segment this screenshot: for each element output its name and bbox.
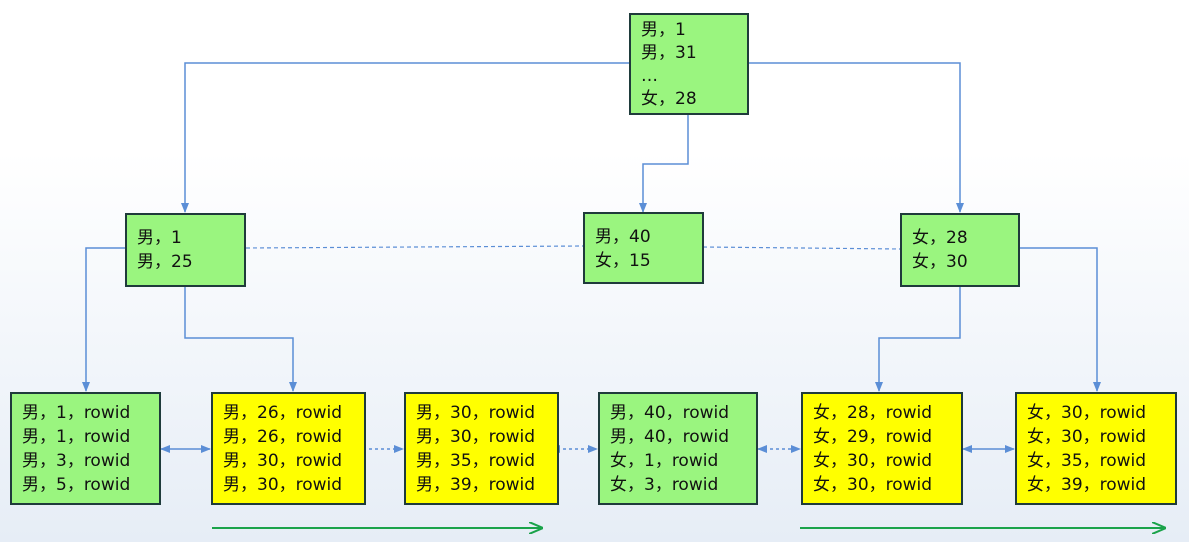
edge-branch-3-to-leaf-5 <box>875 286 961 392</box>
branch-node-1: 男，1 男，25 <box>125 213 246 287</box>
branch-link-1-2 <box>245 245 584 249</box>
root-key-ellipsis: … <box>641 66 658 86</box>
edge-branch-1-to-leaf-2 <box>184 286 297 392</box>
leaf-node-6: 女，30，rowid 女，30，rowid 女，35，rowid 女，39，ro… <box>1015 392 1177 505</box>
leaf-3-entry-2: 男，30，rowid <box>416 427 536 447</box>
leaf-node-2: 男，26，rowid 男，26，rowid 男，30，rowid 男，30，ro… <box>211 392 366 505</box>
branch-1-key-1: 男，1 <box>137 228 182 248</box>
branch-3-key-2: 女，30 <box>912 252 968 272</box>
leaf-6-entry-1: 女，30，rowid <box>1027 403 1147 423</box>
root-node: 男，1 男，31 … 女，28 <box>629 13 749 115</box>
leaf-4-entry-2: 男，40，rowid <box>610 427 730 447</box>
leaf-4-entry-3: 女，1，rowid <box>610 451 719 471</box>
leaf-6-entry-3: 女，35，rowid <box>1027 451 1147 471</box>
root-key-2: 男，31 <box>641 43 697 63</box>
leaf-4-entry-4: 女，3，rowid <box>610 475 719 495</box>
leaf-3-entry-3: 男，35，rowid <box>416 451 536 471</box>
leaf-node-5: 女，28，rowid 女，29，rowid 女，30，rowid 女，30，ro… <box>801 392 963 505</box>
edge-branch-3-to-leaf-6 <box>1019 247 1101 392</box>
leaf-1-entry-3: 男，3，rowid <box>22 451 131 471</box>
leaf-2-entry-3: 男，30，rowid <box>223 451 343 471</box>
leaf-node-1: 男，1，rowid 男，1，rowid 男，3，rowid 男，5，rowid <box>10 392 161 505</box>
leaf-1-entry-2: 男，1，rowid <box>22 427 131 447</box>
leaf-2-entry-4: 男，30，rowid <box>223 475 343 495</box>
branch-2-key-2: 女，15 <box>595 251 651 271</box>
leaf-3-entry-4: 男，39，rowid <box>416 475 536 495</box>
edge-root-to-branch-3 <box>748 62 964 213</box>
edge-branch-1-to-leaf-1 <box>82 247 126 392</box>
leaf-2-entry-2: 男，26，rowid <box>223 427 343 447</box>
leaf-1-entry-4: 男，5，rowid <box>22 475 131 495</box>
leaf-5-entry-3: 女，30，rowid <box>813 451 933 471</box>
leaf-1-entry-1: 男，1，rowid <box>22 403 131 423</box>
branch-link-2-3 <box>702 246 901 250</box>
leaf-node-3: 男，30，rowid 男，30，rowid 男，35，rowid 男，39，ro… <box>404 392 559 505</box>
leaf-5-entry-1: 女，28，rowid <box>813 403 933 423</box>
leaf-5-entry-2: 女，29，rowid <box>813 427 933 447</box>
leaf-4-entry-1: 男，40，rowid <box>610 403 730 423</box>
branch-node-3: 女，28 女，30 <box>900 213 1020 287</box>
root-key-4: 女，28 <box>641 89 697 109</box>
leaf-node-4: 男，40，rowid 男，40，rowid 女，1，rowid 女，3，rowi… <box>598 392 758 505</box>
leaf-3-entry-1: 男，30，rowid <box>416 403 536 423</box>
branch-1-key-2: 男，25 <box>137 252 193 272</box>
leaf-5-entry-4: 女，30，rowid <box>813 475 933 495</box>
edge-root-to-branch-2 <box>639 114 689 213</box>
root-key-1: 男，1 <box>641 20 686 40</box>
branch-node-2: 男，40 女，15 <box>583 212 704 284</box>
branch-3-key-1: 女，28 <box>912 228 968 248</box>
leaf-6-entry-4: 女，39，rowid <box>1027 475 1147 495</box>
edge-root-to-branch-1 <box>181 62 629 213</box>
leaf-2-entry-1: 男，26，rowid <box>223 403 343 423</box>
leaf-6-entry-2: 女，30，rowid <box>1027 427 1147 447</box>
branch-2-key-1: 男，40 <box>595 227 651 247</box>
